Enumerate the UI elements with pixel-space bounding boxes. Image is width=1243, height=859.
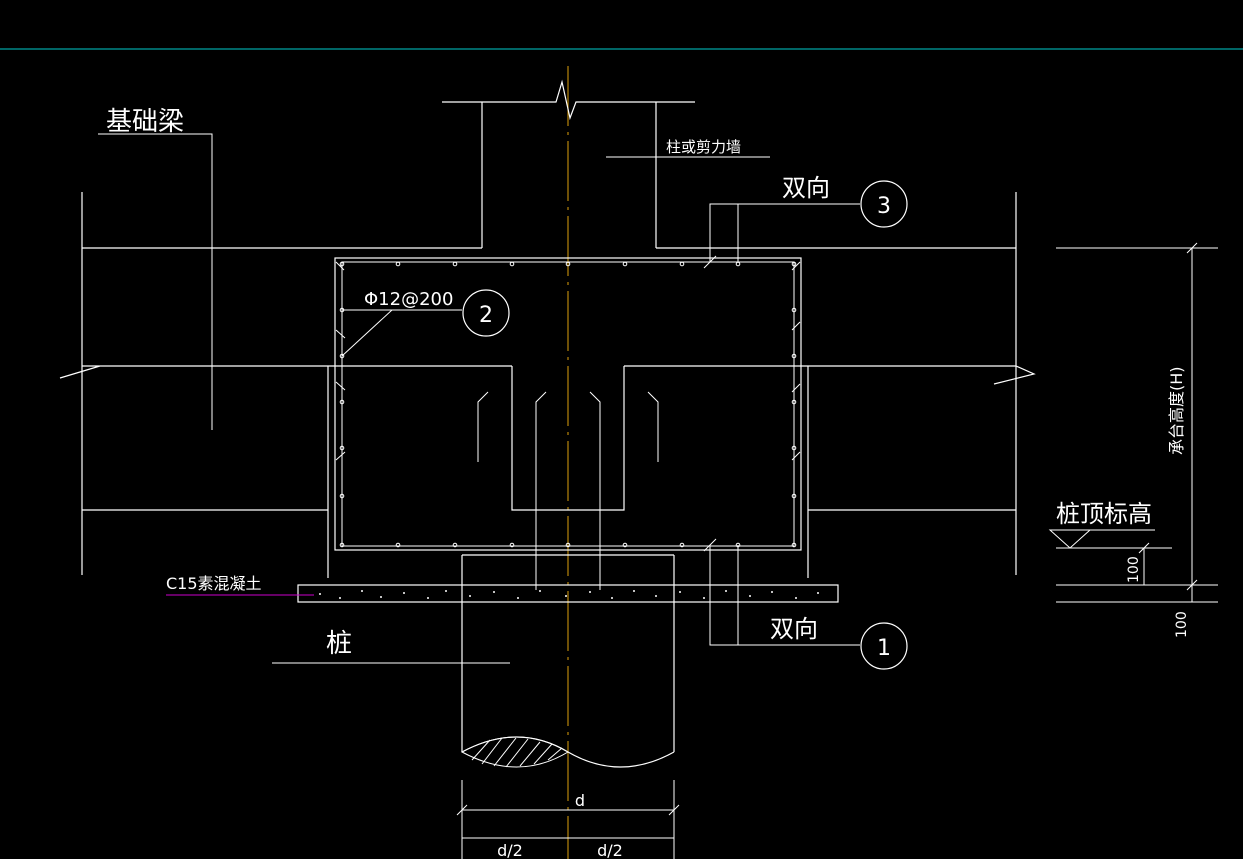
beam-mid-left	[59, 365, 512, 379]
dim-100-upper: 100	[1126, 556, 1142, 583]
marker-1: 1	[860, 622, 908, 670]
two-way-bottom-label: 双向	[770, 615, 818, 643]
pile-body	[460, 554, 675, 768]
pile-diameter-dimension	[456, 780, 680, 859]
c15-concrete-pad	[297, 584, 839, 603]
pile-top-elevation-label: 桩顶标高	[1056, 500, 1152, 528]
pile-label: 桩	[326, 629, 352, 659]
pile-cap-outline	[334, 257, 802, 551]
beam-notch	[511, 366, 625, 511]
svg-text:1: 1	[877, 636, 891, 661]
dim-d-half-left-label: d/2	[497, 841, 523, 859]
column-break-line	[442, 79, 695, 121]
dim-100-lower: 100	[1174, 611, 1190, 638]
marker-2: 2	[462, 289, 510, 337]
dim-d-label: d	[575, 791, 585, 810]
svg-text:3: 3	[877, 194, 891, 219]
elevation-dimensions	[1048, 242, 1218, 603]
column-wall-label: 柱或剪力墙	[666, 138, 741, 156]
column-dowels	[477, 391, 659, 590]
stirrup-hooks	[335, 261, 801, 461]
dim-d-half-right-label: d/2	[597, 841, 623, 859]
two-way-top-label: 双向	[782, 174, 830, 202]
beam-mid-right	[624, 365, 1036, 385]
leader-lines	[98, 133, 860, 664]
stirrup-spec-label: Φ12@200	[364, 289, 453, 310]
svg-text:2: 2	[479, 303, 493, 328]
cap-height-label: 承台高度(H)	[1167, 366, 1186, 455]
foundation-beam-label: 基础梁	[106, 107, 184, 137]
pile-break-hatch	[460, 736, 569, 768]
c15-concrete-label: C15素混凝土	[166, 574, 262, 593]
marker-3: 3	[860, 180, 908, 228]
structure-outline	[59, 79, 1036, 578]
